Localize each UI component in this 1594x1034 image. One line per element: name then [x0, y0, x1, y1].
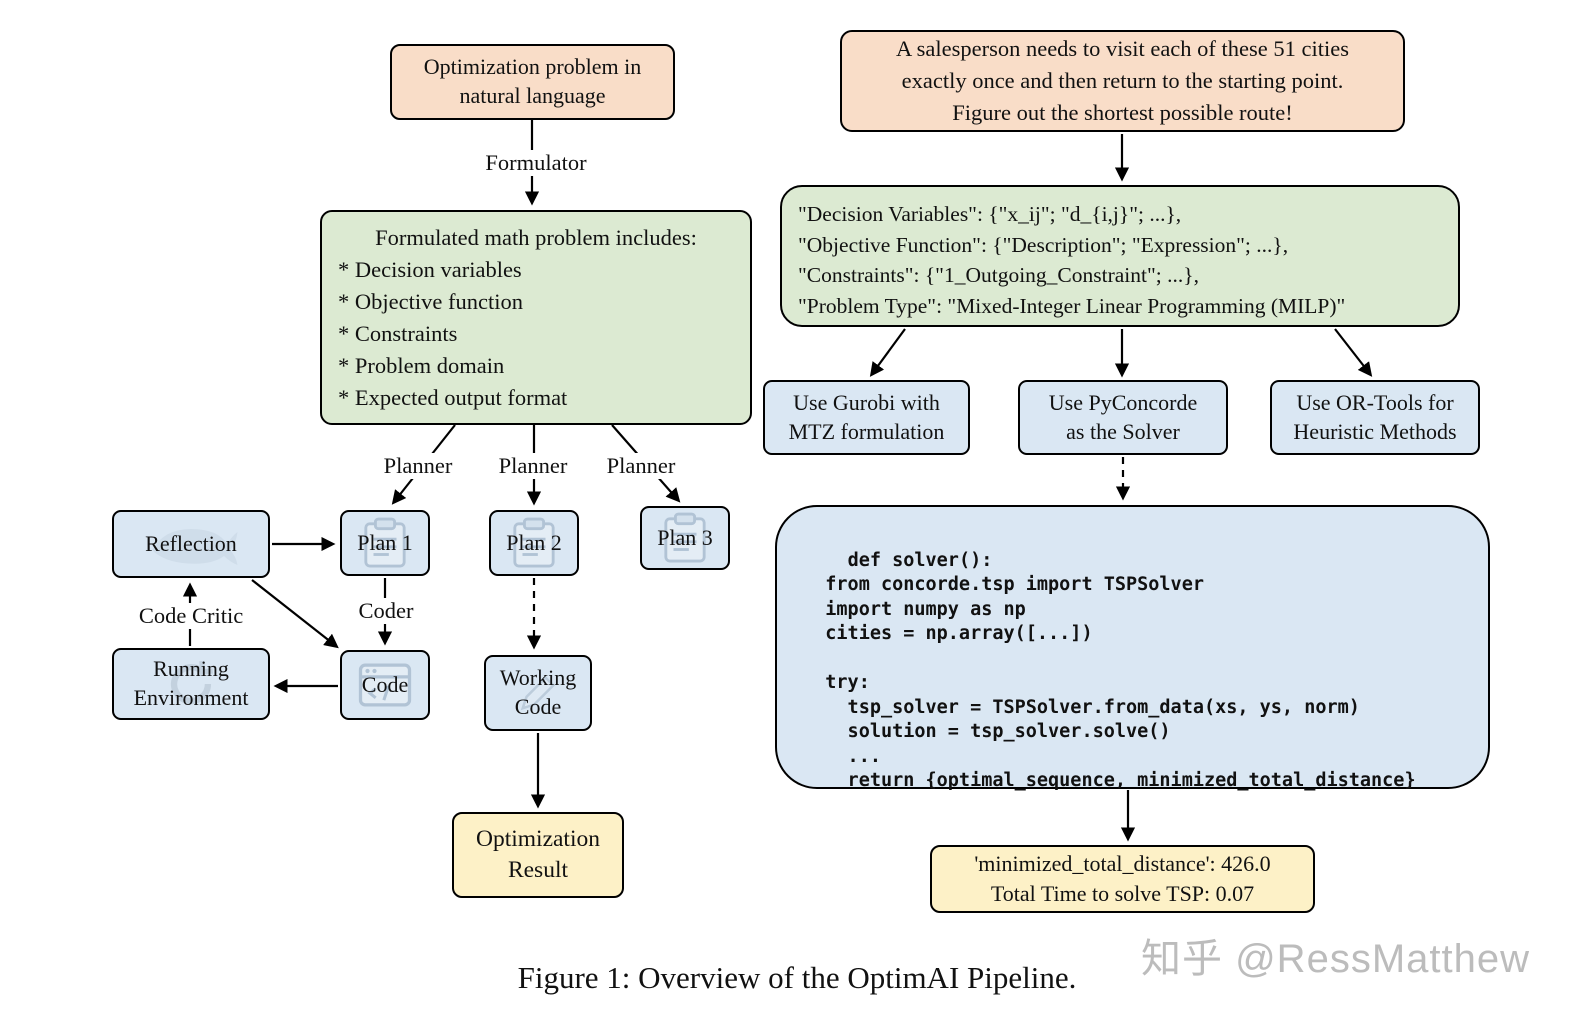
plan3-label: Plan 3	[657, 524, 713, 550]
figure-caption: Figure 1: Overview of the OptimAI Pipeli…	[517, 960, 1077, 995]
solver-option-gurobi: Use Gurobi with MTZ formulation	[763, 380, 970, 455]
formulated-json-box: "Decision Variables": {"x_ij"; "d_{i,j}"…	[780, 185, 1460, 327]
code-box: Code	[340, 650, 430, 720]
coder-label: Coder	[353, 598, 419, 624]
solver-option-pyconcorde-label: Use PyConcorde as the Solver	[1048, 389, 1198, 444]
nl-problem-text: Optimization problem in natural language	[423, 54, 642, 108]
math-problem-box: Formulated math problem includes: * Deci…	[320, 210, 752, 425]
optimization-result-box: Optimization Result	[452, 812, 624, 898]
refresh-icon	[170, 660, 214, 705]
math-problem-title: Formulated math problem includes:	[375, 225, 697, 250]
solver-option-gurobi-label: Use Gurobi with MTZ formulation	[788, 389, 945, 444]
arrow-to-ortools	[1334, 328, 1373, 377]
working-code-box: Working Code	[484, 655, 592, 731]
tsp-result-box: 'minimized_total_distance': 426.0 Total …	[930, 845, 1315, 913]
code-critic-label: Code Critic	[133, 603, 249, 629]
reflection-box: Reflection	[112, 510, 270, 578]
plan3-box: Plan 3	[640, 506, 730, 570]
running-environment-box: Running Environment	[112, 648, 270, 720]
formulated-line: "Decision Variables": {"x_ij"; "d_{i,j}"…	[798, 202, 1182, 226]
plan1-label: Plan 1	[357, 529, 413, 555]
math-item: * Decision variables	[338, 257, 522, 282]
optimization-result-label: Optimization Result	[475, 826, 600, 883]
planner-label-3: Planner	[601, 453, 681, 479]
planner-label-2: Planner	[493, 453, 573, 479]
formulator-label: Formulator	[480, 150, 592, 176]
solver-option-ortools: Use OR-Tools for Heuristic Methods	[1270, 380, 1480, 455]
planner-label-1: Planner	[378, 453, 458, 479]
code-label: Code	[361, 671, 409, 697]
whale-icon	[152, 529, 238, 565]
math-item: * Problem domain	[338, 353, 505, 378]
plan2-box: Plan 2	[489, 510, 579, 576]
working-code-label: Working Code	[499, 665, 577, 719]
clipboard-icon	[664, 512, 706, 563]
math-item: * Constraints	[338, 321, 458, 346]
formulated-line: "Constraints": {"1_Outgoing_Constraint";…	[798, 263, 1199, 287]
plan1-box: Plan 1	[340, 510, 430, 576]
nl-problem-box: Optimization problem in natural language	[390, 44, 675, 120]
solver-code-text: def solver(): from concorde.tsp import T…	[825, 549, 1416, 792]
tsp-result-text: 'minimized_total_distance': 426.0 Total …	[974, 851, 1271, 906]
clipboard-icon	[513, 517, 555, 568]
pencil-icon	[520, 675, 556, 711]
solver-option-pyconcorde: Use PyConcorde as the Solver	[1018, 380, 1228, 455]
solver-code-box: def solver(): from concorde.tsp import T…	[775, 505, 1490, 792]
formulated-line: "Objective Function": {"Description"; "E…	[798, 232, 1289, 257]
plan2-label: Plan 2	[506, 529, 562, 555]
math-item: * Objective function	[338, 289, 523, 314]
watermark: 知乎 @RessMatthew	[1140, 937, 1530, 981]
reflection-label: Reflection	[145, 530, 237, 556]
arrow-to-gurobi	[869, 328, 906, 377]
formulated-line: "Problem Type": "Mixed-Integer Linear Pr…	[798, 293, 1346, 318]
browser-icon	[358, 663, 412, 707]
tsp-problem-text: A salesperson needs to visit each of the…	[895, 36, 1349, 125]
running-environment-label: Running Environment	[133, 656, 249, 710]
tsp-problem-box: A salesperson needs to visit each of the…	[840, 30, 1405, 132]
math-item: * Expected output format	[338, 385, 568, 410]
arrow-reflection-to-code	[251, 579, 339, 649]
clipboard-icon	[364, 517, 406, 568]
solver-option-ortools-label: Use OR-Tools for Heuristic Methods	[1293, 389, 1457, 444]
